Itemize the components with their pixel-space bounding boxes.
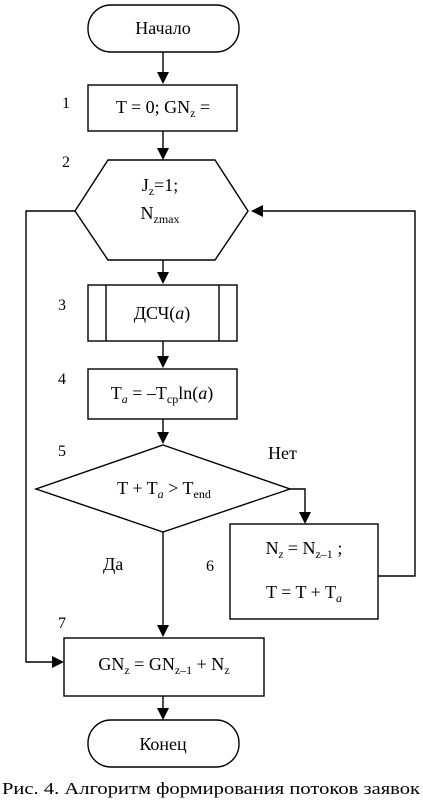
step-number-2: 2	[62, 154, 70, 171]
step7-text: GNz = GNz–1 + Nz	[98, 654, 229, 677]
start-label: Начало	[135, 18, 190, 38]
step-number-4: 4	[58, 371, 66, 388]
process-step-1	[87, 84, 238, 132]
arrowhead	[157, 272, 169, 284]
subroutine-step-3	[87, 284, 238, 342]
step4-text: Ta = –Tсрln(a)	[111, 383, 213, 406]
step2-line2: Nzmax	[141, 203, 180, 226]
arrowhead	[157, 708, 169, 720]
step-number-3: 3	[58, 297, 66, 314]
connector-2-exit	[25, 210, 75, 663]
end-label: Конец	[139, 734, 187, 754]
step2-line1: Jz=1;	[142, 175, 179, 198]
connector-5-no	[290, 488, 306, 512]
step-number-6: 6	[206, 558, 214, 575]
branch-no-label: Нет	[268, 443, 297, 463]
arrowhead	[52, 656, 64, 668]
arrowhead	[251, 205, 263, 217]
step5-text: T + Ta > Tend	[117, 478, 211, 501]
step-number-7: 7	[58, 615, 66, 632]
process-step-4	[87, 368, 238, 420]
end-terminal	[87, 719, 240, 768]
process-step-7	[63, 637, 265, 697]
step6-line2: T = T + Ta	[266, 582, 342, 605]
branch-yes-label: Да	[103, 554, 123, 574]
step-number-5: 5	[58, 443, 66, 460]
step6-line1: Nz = Nz–1 ;	[266, 538, 343, 561]
arrowhead	[299, 512, 311, 524]
step3-text: ДСЧ(a)	[134, 303, 191, 324]
arrowhead	[157, 356, 169, 368]
connector-6-loop	[263, 210, 416, 577]
step-number-1: 1	[62, 95, 70, 112]
step1-text: T = 0; GNz =	[116, 97, 210, 120]
arrowhead	[157, 625, 169, 637]
process-step-6	[229, 523, 379, 620]
arrowhead	[157, 72, 169, 84]
figure-caption: Рис. 4. Алгоритм формирования потоков за…	[2, 779, 421, 798]
arrowhead	[157, 148, 169, 160]
arrowhead	[157, 432, 169, 444]
